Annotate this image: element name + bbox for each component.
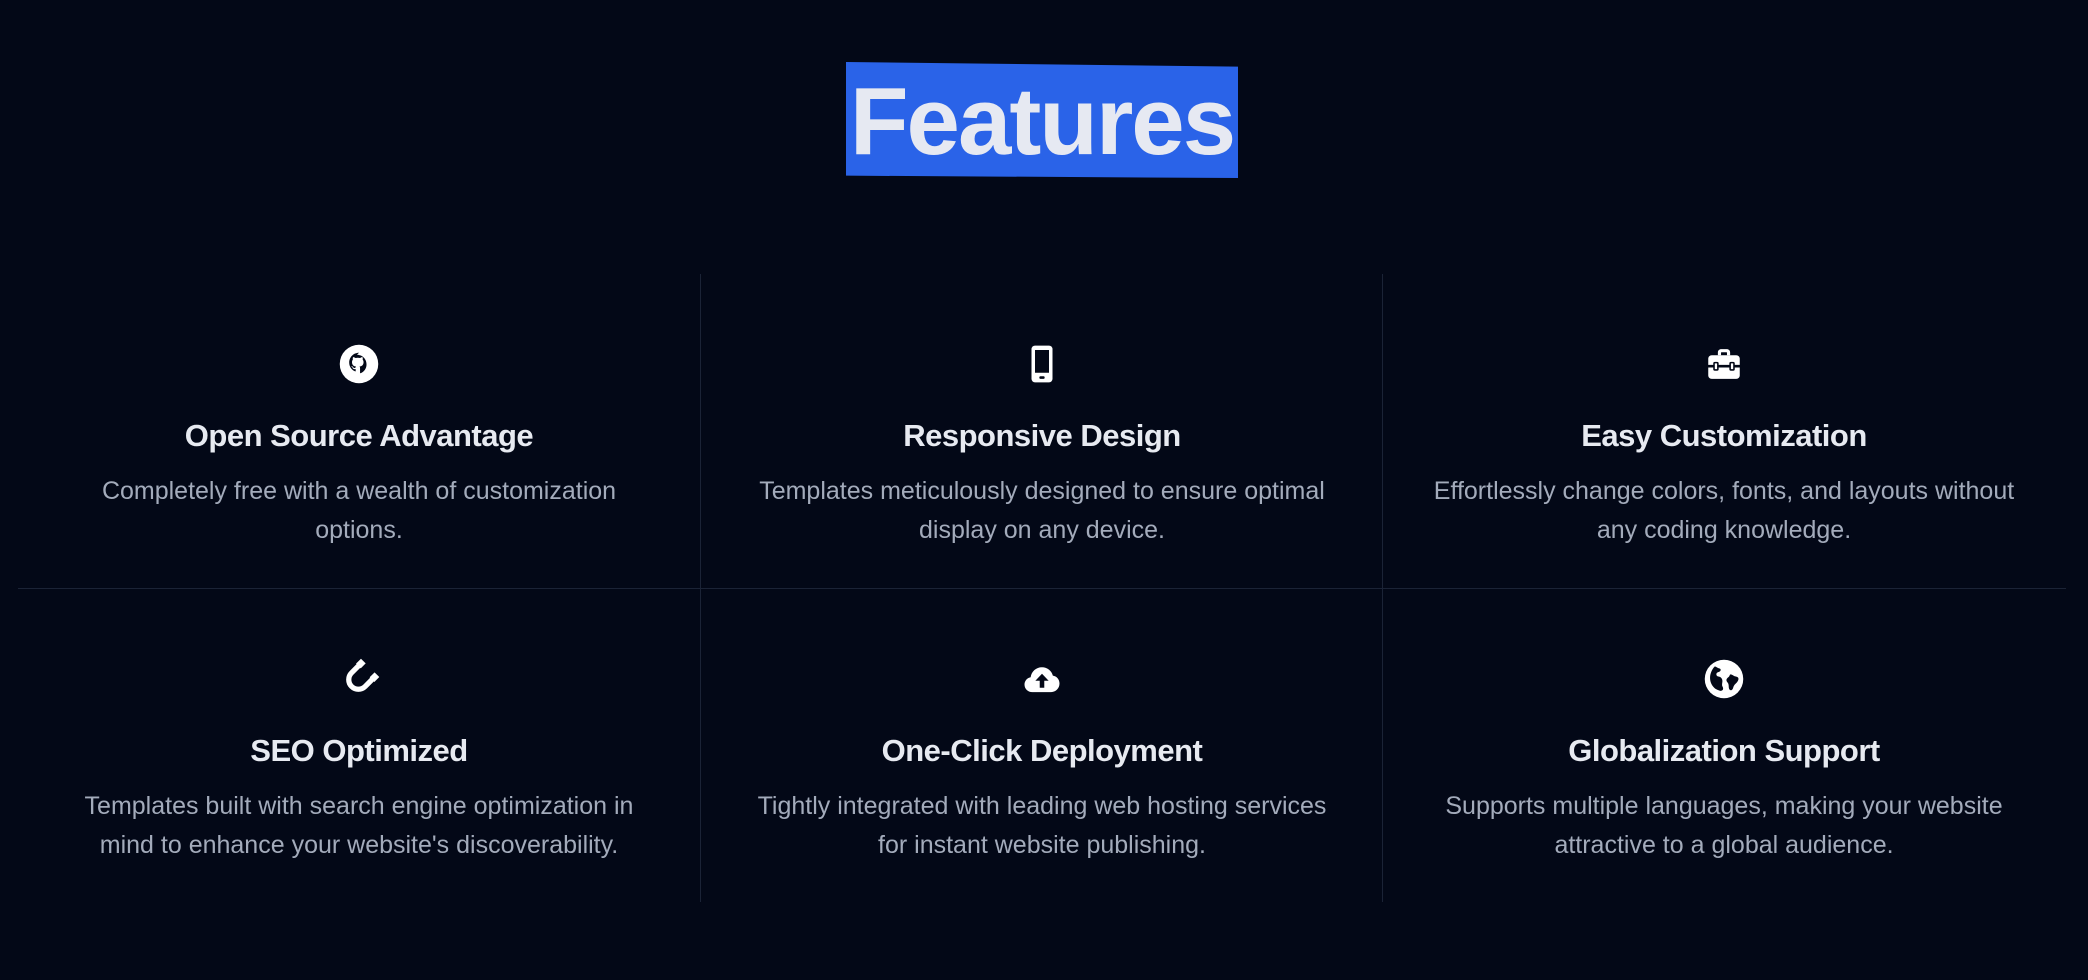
feature-description: Templates meticulously designed to ensur…: [759, 477, 1325, 544]
feature-title: Globalization Support: [1568, 733, 1880, 768]
section-header: Features: [0, 62, 2088, 178]
feature-title: Open Source Advantage: [184, 418, 534, 453]
feature-description: Supports multiple languages, making your…: [1445, 792, 2003, 859]
toolbox-icon: [1703, 343, 1745, 385]
feature-card-responsive: Responsive Design Templates meticulously…: [701, 274, 1383, 588]
feature-card-seo: SEO Optimized Templates built with searc…: [18, 589, 700, 903]
github-icon: [338, 343, 380, 385]
feature-title: Responsive Design: [903, 418, 1181, 453]
feature-card-deployment: One-Click Deployment Tightly integrated …: [701, 589, 1383, 903]
feature-description: Tightly integrated with leading web host…: [757, 792, 1327, 859]
cloud-upload-icon: [1021, 658, 1063, 700]
feature-card-customization: Easy Customization Effortlessly change c…: [1383, 274, 2065, 588]
section-title: Features: [849, 68, 1236, 175]
mobile-phone-icon: [1021, 343, 1063, 385]
feature-card-globalization: Globalization Support Supports multiple …: [1383, 589, 2065, 903]
feature-title: SEO Optimized: [250, 733, 468, 768]
feature-description: Effortlessly change colors, fonts, and l…: [1433, 477, 2015, 544]
row-divider: [18, 588, 2066, 589]
magnet-icon: [338, 658, 380, 700]
feature-title: Easy Customization: [1581, 418, 1867, 453]
feature-title: One-Click Deployment: [881, 733, 1203, 768]
feature-description: Templates built with search engine optim…: [84, 792, 634, 859]
globe-icon: [1703, 658, 1745, 700]
features-grid: Open Source Advantage Completely free wi…: [18, 274, 2066, 902]
feature-description: Completely free with a wealth of customi…: [101, 477, 617, 544]
feature-card-open-source: Open Source Advantage Completely free wi…: [18, 274, 700, 588]
title-highlight: Features: [845, 62, 1239, 178]
